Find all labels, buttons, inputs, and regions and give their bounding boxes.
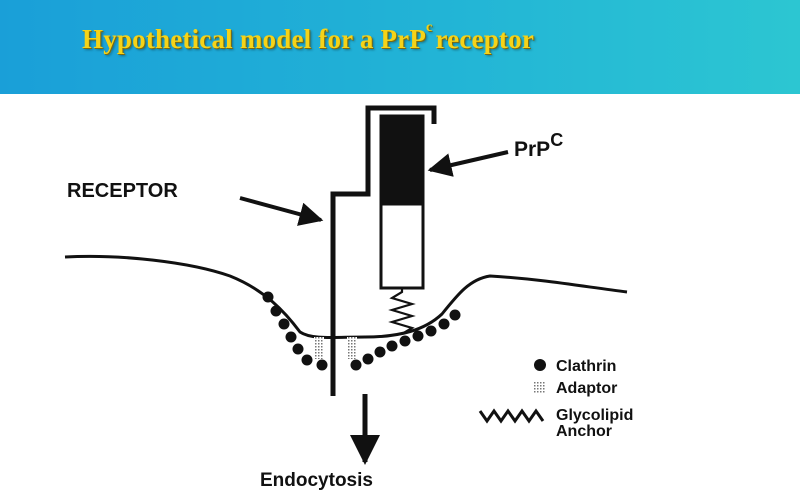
receptor-arrow: [239, 196, 324, 226]
clathrin-coat: [262, 291, 461, 371]
legend-clathrin: Clathrin: [556, 358, 616, 375]
legend-anchor-line1: Glycolipid: [556, 407, 633, 424]
glycolipid-anchor: [388, 288, 416, 335]
receptor: [330, 105, 437, 396]
prpc-label: PrPC: [514, 130, 563, 161]
endocytosis-label: Endocytosis: [260, 470, 373, 491]
cell-membrane: [64, 254, 628, 340]
receptor-label: RECEPTOR: [67, 180, 178, 202]
adaptor-proteins: [314, 337, 357, 359]
prpc-protein: [379, 114, 425, 290]
prpc-label-sup: C: [550, 130, 563, 150]
legend-adaptor-marker: [533, 382, 546, 393]
legend-adaptor: Adaptor: [556, 380, 617, 397]
prpc-label-main: PrP: [514, 138, 550, 161]
title-superscript: c: [426, 20, 433, 35]
prpc-arrow: [427, 150, 509, 177]
legend: Clathrin Adaptor Glycolipid Anchor: [478, 358, 633, 440]
legend-anchor-marker: [478, 408, 545, 424]
title-main: Hypothetical model for a PrP: [82, 24, 427, 54]
title-tail: receptor: [435, 24, 535, 54]
legend-anchor-line2: Anchor: [556, 423, 612, 440]
prpc-receptor-diagram: RECEPTOR PrPC Endocytosis Clathrin Adapt…: [64, 105, 633, 491]
legend-clathrin-marker: [534, 359, 546, 371]
